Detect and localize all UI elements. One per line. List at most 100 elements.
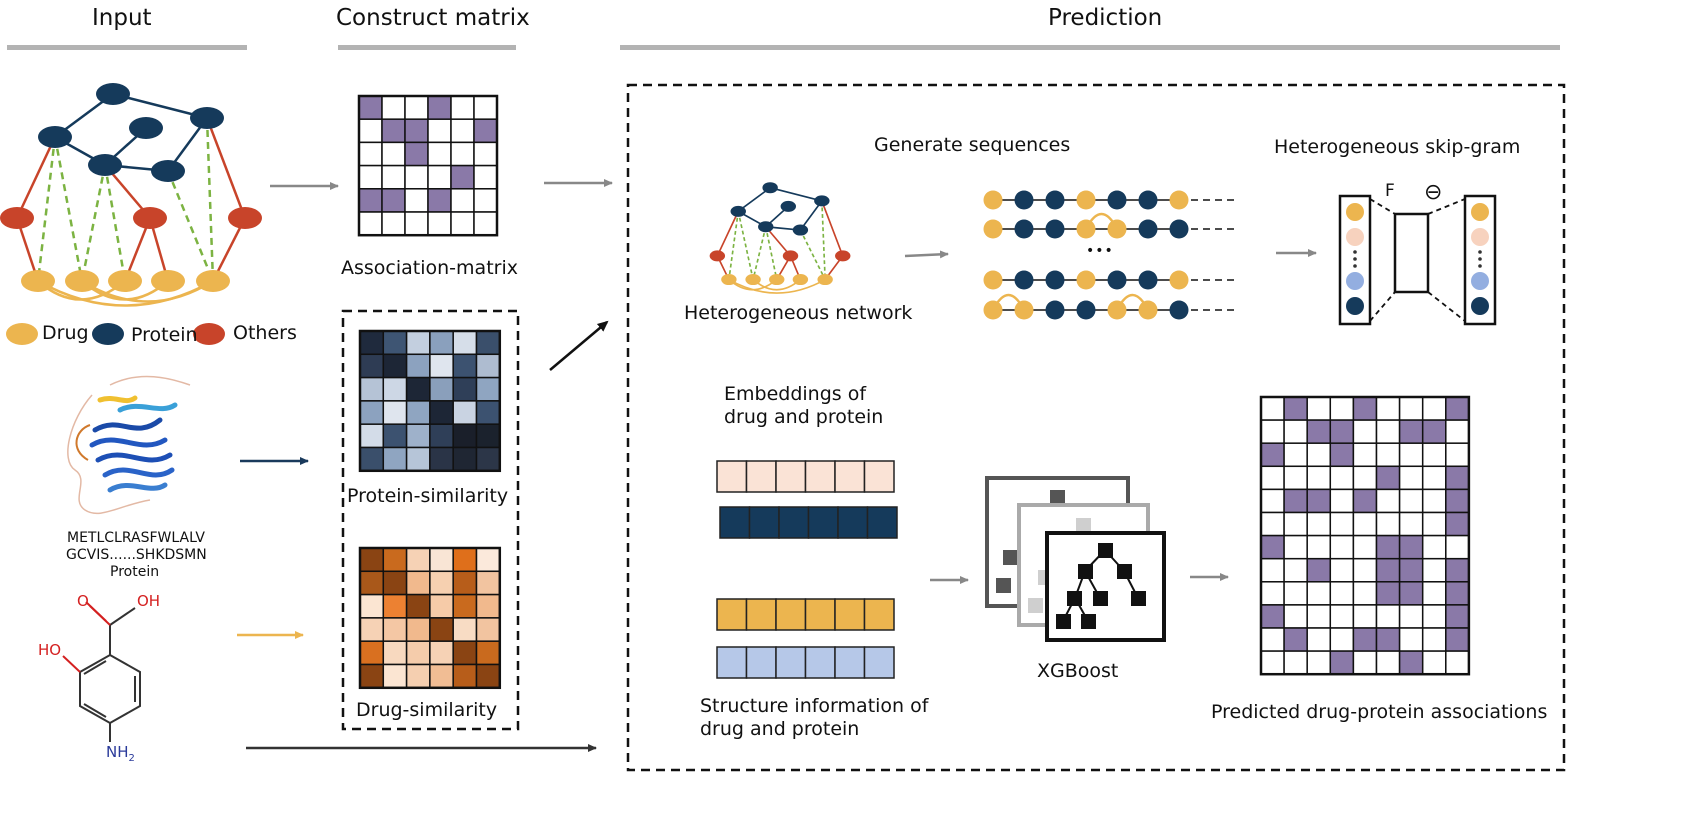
structure-protein-bar-cell (716, 646, 748, 679)
embedding-protein-bar-cell (719, 506, 751, 539)
matrix-cell (1421, 396, 1447, 421)
sequence-node (1045, 270, 1065, 290)
matrix-cell (1445, 557, 1470, 583)
sequence-node (1169, 300, 1189, 320)
matrix-cell (405, 446, 431, 472)
matrix-cell (450, 211, 475, 236)
matrix-cell (359, 663, 385, 689)
sequence-node (983, 300, 1003, 320)
matrix-cell (382, 446, 408, 472)
matrix-cell (1398, 604, 1424, 629)
matrix-cell (452, 400, 478, 425)
matrix-cell (1283, 627, 1308, 652)
matrix-cell (358, 211, 383, 236)
matrix-cell (1306, 442, 1332, 468)
matrix-cell (1329, 442, 1355, 468)
sequence-node (1107, 270, 1127, 290)
matrix-cell (1375, 488, 1401, 514)
legend-protein-marker (92, 323, 124, 345)
drug-structure-image (62, 601, 141, 742)
matrix-cell (1306, 604, 1332, 629)
matrix-cell (450, 95, 475, 120)
sequence-node (1107, 219, 1127, 239)
matrix-cell (1352, 534, 1378, 560)
skipgram-minus-label: ⊖ (1424, 180, 1443, 205)
matrix-cell (452, 640, 478, 666)
embedding-drug-bar-cell (804, 460, 836, 493)
protein-similarity-matrix (358, 329, 502, 473)
matrix-cell (1421, 465, 1447, 491)
matrix-cell (359, 446, 385, 472)
structure-protein-bar-cell (775, 646, 807, 679)
matrix-cell (1421, 534, 1447, 560)
matrix-border (358, 329, 502, 473)
embedding-drug-bar-cell (863, 460, 895, 493)
matrix-cell (1421, 604, 1447, 629)
matrix-cell (475, 400, 501, 425)
matrix-cell (1398, 396, 1424, 421)
protein-sequence-line2: GCVIS......SHKDSMN (66, 547, 207, 563)
matrix-cell (405, 353, 431, 379)
matrix-cell (359, 400, 385, 425)
matrix-cell (473, 118, 498, 144)
matrix-cell (381, 141, 406, 167)
matrix-cell (475, 423, 501, 449)
sequence-node (1138, 300, 1158, 320)
matrix-cell (1445, 581, 1470, 606)
matrix-cell (1283, 511, 1308, 537)
structure-protein-bar-cell (863, 646, 895, 679)
matrix-cell (473, 211, 498, 236)
matrix-cell (1306, 396, 1332, 421)
matrix-cell (381, 118, 406, 144)
section-title-input: Input (92, 5, 152, 31)
matrix-cell (1398, 465, 1424, 491)
matrix-cell (427, 188, 452, 213)
skipgram-f-label: F (1385, 181, 1395, 201)
matrix-cell (475, 593, 501, 619)
matrix-cell (427, 164, 452, 190)
matrix-cell (429, 353, 454, 379)
drug-similarity-label: Drug-similarity (356, 699, 498, 721)
matrix-cell (404, 164, 429, 190)
structure-drug-bar-cell (863, 598, 895, 631)
matrix-cell (1352, 650, 1378, 675)
structure-protein-bar-cell (745, 646, 777, 679)
matrix-cell (404, 188, 429, 213)
matrix-cell (1421, 419, 1447, 444)
matrix-cell (1329, 419, 1355, 444)
matrix-cell (359, 570, 385, 596)
matrix-border (1259, 395, 1471, 676)
arrow-similarity-to-prediction (549, 320, 609, 371)
matrix-cell (358, 95, 383, 120)
matrix-cell (1283, 534, 1308, 560)
matrix-cell (381, 95, 406, 120)
matrix-cell (1445, 650, 1470, 675)
skipgram-model (1338, 194, 1497, 326)
matrix-cell (359, 376, 385, 402)
matrix-cell (429, 617, 454, 642)
matrix-cell (1283, 396, 1308, 421)
sequence-node (983, 270, 1003, 290)
embedding-protein-bar-cell (778, 506, 810, 539)
generate-sequences-label: Generate sequences (874, 134, 1071, 156)
matrix-cell (429, 330, 454, 356)
matrix-cell (452, 423, 478, 449)
xgboost-trees (985, 476, 1166, 642)
matrix-cell (1352, 604, 1378, 629)
sequence-node (1107, 300, 1127, 320)
underline-input (7, 45, 247, 50)
matrix-cell (1445, 534, 1470, 560)
random-walk-sequences (983, 190, 1239, 320)
matrix-cell (450, 164, 475, 190)
matrix-cell (1283, 604, 1308, 629)
drug-similarity-matrix (358, 546, 502, 690)
atom-nh: NH (106, 743, 129, 761)
matrix-cell (1283, 488, 1308, 514)
matrix-cell (382, 376, 408, 402)
matrix-cell (405, 547, 431, 573)
matrix-cell (429, 423, 454, 449)
matrix-cell (381, 164, 406, 190)
matrix-cell (404, 141, 429, 167)
matrix-cell (429, 547, 454, 573)
matrix-cell (359, 547, 385, 573)
